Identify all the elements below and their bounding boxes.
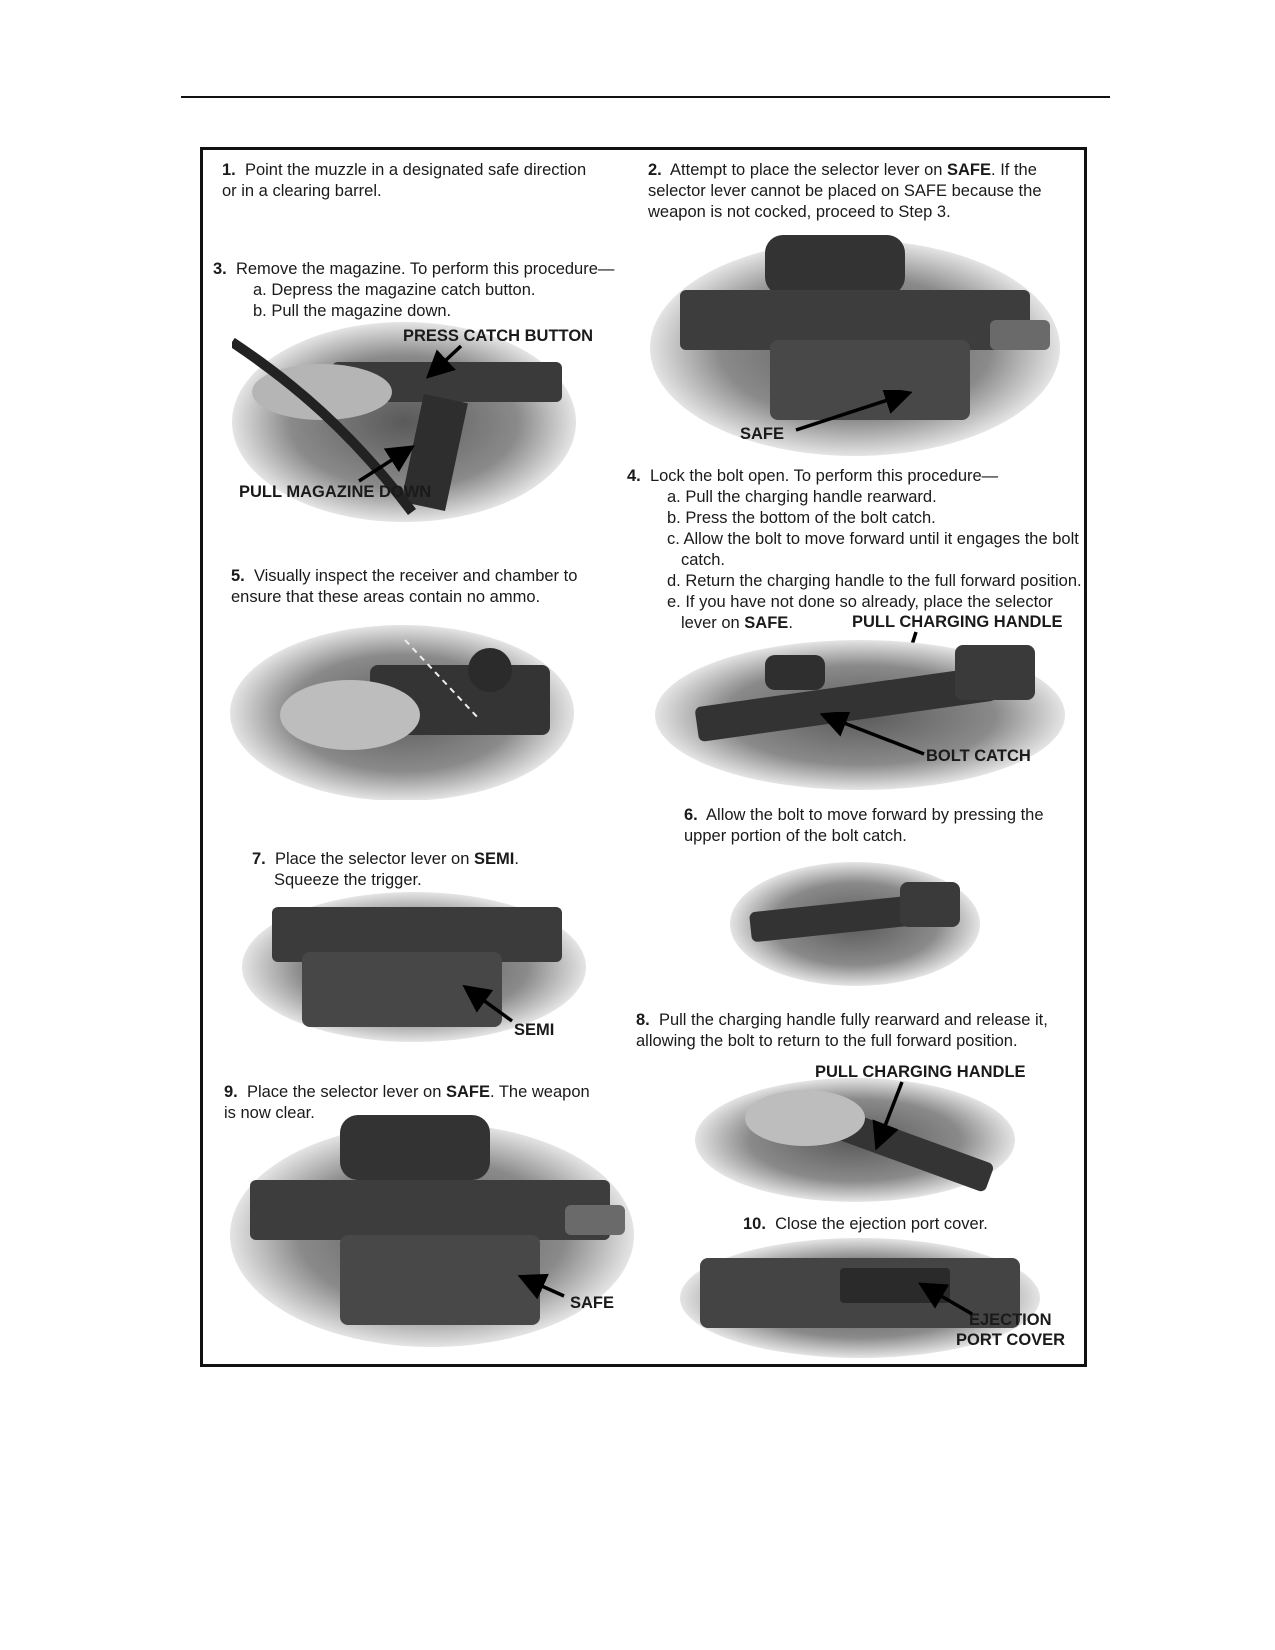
step-4: 4. Lock the bolt open. To perform this p… bbox=[627, 466, 1087, 634]
photo-release-bolt bbox=[730, 862, 980, 986]
photo-safe-selector bbox=[650, 235, 1060, 456]
step-2-number: 2. bbox=[648, 161, 662, 179]
step-3-text: Remove the magazine. To perform this pro… bbox=[235, 260, 615, 278]
arrow-semi bbox=[462, 985, 514, 1023]
step-2-text-a: Attempt to place the selector lever on bbox=[670, 161, 948, 179]
step-3-number: 3. bbox=[213, 260, 227, 278]
step-2-text-b: . If the selector lever cannot be placed… bbox=[648, 161, 1042, 221]
step-9-text-a: Place the selector lever on bbox=[246, 1083, 446, 1101]
callout-bolt-catch: BOLT CATCH bbox=[926, 747, 1031, 765]
step-9: 9. Place the selector lever on SAFE. The… bbox=[224, 1082, 604, 1124]
arrow-pull-magazine bbox=[358, 445, 415, 483]
callout-safe-step-2: SAFE bbox=[740, 425, 785, 443]
callout-ejection: EJECTION bbox=[969, 1311, 1052, 1329]
arrow-charging-step-8 bbox=[872, 1081, 904, 1150]
step-3b: b. Pull the magazine down. bbox=[253, 302, 452, 320]
photo-ejection-port bbox=[680, 1238, 1040, 1358]
photo-weapon-clear bbox=[230, 1115, 634, 1347]
step-4-number: 4. bbox=[627, 467, 641, 485]
step-4b: b. Press the bottom of the bolt catch. bbox=[667, 509, 936, 527]
step-7: 7. Place the selector lever on SEMI. Squ… bbox=[252, 849, 582, 891]
step-9-safe: SAFE bbox=[445, 1083, 490, 1101]
step-7-number: 7. bbox=[252, 850, 266, 868]
step-2: 2. Attempt to place the selector lever o… bbox=[648, 160, 1058, 223]
photo-charging-handle bbox=[695, 1078, 1015, 1202]
step-2-safe: SAFE bbox=[947, 161, 992, 179]
step-6-text: Allow the bolt to move forward by pressi… bbox=[684, 806, 1044, 845]
callout-pull-charging-handle-step-4: PULL CHARGING HANDLE bbox=[852, 613, 1063, 631]
arrow-press-catch bbox=[425, 344, 463, 379]
step-3: 3. Remove the magazine. To perform this … bbox=[213, 259, 633, 322]
step-1-text: Point the muzzle in a designated safe di… bbox=[222, 161, 587, 200]
step-7-semi: SEMI bbox=[473, 850, 515, 868]
step-4d: d. Return the charging handle to the ful… bbox=[667, 572, 1082, 590]
step-7-text-b: Squeeze the trigger. bbox=[274, 871, 422, 889]
arrow-bolt-catch bbox=[820, 712, 925, 756]
step-4a: a. Pull the charging handle rearward. bbox=[667, 488, 937, 506]
step-5-number: 5. bbox=[231, 567, 245, 585]
arrow-ejection-port bbox=[918, 1282, 973, 1316]
photo-semi-selector bbox=[242, 892, 586, 1042]
photo-inspect-chamber bbox=[230, 625, 574, 800]
callout-port-cover: PORT COVER bbox=[956, 1331, 1066, 1349]
photo-lock-bolt bbox=[655, 640, 1065, 790]
callout-pull-charging-handle-step-8: PULL CHARGING HANDLE bbox=[815, 1063, 1026, 1081]
arrow-safe-step-9 bbox=[518, 1273, 565, 1300]
step-4e-text: lever on bbox=[681, 614, 745, 632]
step-5-text: Visually inspect the receiver and chambe… bbox=[231, 567, 578, 606]
step-4e-cont: lever on SAFE. bbox=[627, 613, 1087, 634]
step-9-text-b: . The weapon is now clear. bbox=[224, 1083, 590, 1122]
step-8-text: Pull the charging handle fully rearward … bbox=[636, 1011, 1048, 1050]
header-rule bbox=[181, 96, 1110, 98]
step-4e-safe: SAFE bbox=[744, 614, 789, 632]
step-8-number: 8. bbox=[636, 1011, 650, 1029]
step-5: 5. Visually inspect the receiver and cha… bbox=[231, 566, 601, 608]
step-7-period: . bbox=[514, 850, 519, 868]
photo-magazine bbox=[232, 322, 576, 522]
callout-press-catch-button: PRESS CATCH BUTTON bbox=[403, 327, 594, 345]
step-4e-period: . bbox=[788, 614, 793, 632]
step-4-text: Lock the bolt open. To perform this proc… bbox=[649, 467, 999, 485]
step-10: 10. Close the ejection port cover. bbox=[743, 1214, 1043, 1235]
step-7-text-a: Place the selector lever on bbox=[274, 850, 474, 868]
step-3a: a. Depress the magazine catch button. bbox=[253, 281, 536, 299]
step-10-text: Close the ejection port cover. bbox=[775, 1215, 988, 1233]
callout-semi: SEMI bbox=[514, 1021, 555, 1039]
step-4c: c. Allow the bolt to move forward until … bbox=[667, 530, 1079, 548]
step-9-number: 9. bbox=[224, 1083, 238, 1101]
callout-safe-step-9: SAFE bbox=[570, 1294, 615, 1312]
callout-pull-magazine-down: PULL MAGAZINE DOWN bbox=[239, 483, 432, 501]
step-1-number: 1. bbox=[222, 161, 236, 179]
step-6-number: 6. bbox=[684, 806, 698, 824]
step-4e: e. If you have not done so already, plac… bbox=[667, 593, 1053, 611]
step-10-number: 10. bbox=[743, 1215, 766, 1233]
step-4c-cont: catch. bbox=[681, 551, 726, 569]
step-6: 6. Allow the bolt to move forward by pre… bbox=[684, 805, 1044, 847]
step-8: 8. Pull the charging handle fully rearwa… bbox=[636, 1010, 1066, 1052]
arrow-safe-step-2 bbox=[795, 390, 912, 432]
step-1: 1. Point the muzzle in a designated safe… bbox=[222, 160, 602, 202]
